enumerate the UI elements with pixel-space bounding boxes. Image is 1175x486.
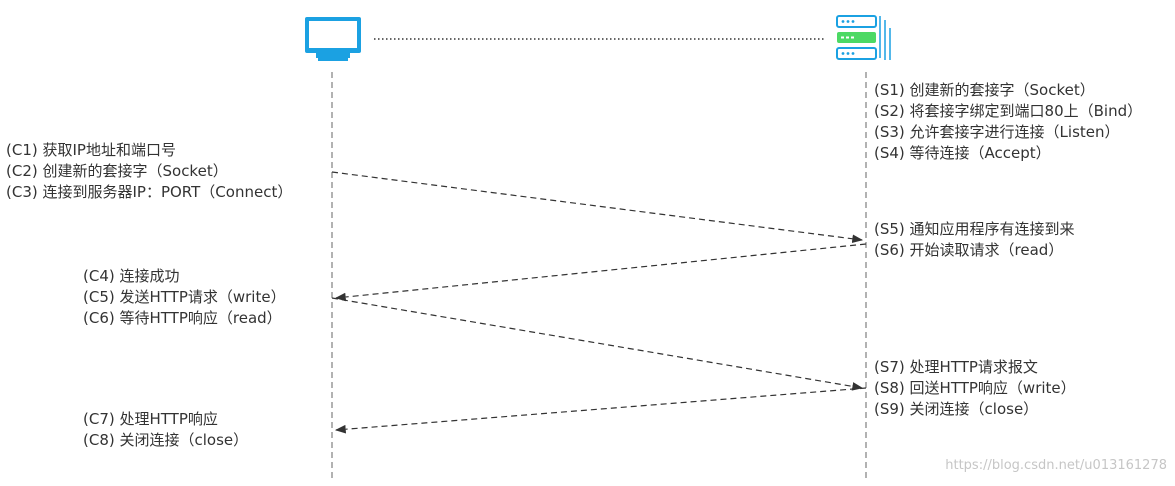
arrow-http-request (331, 297, 864, 391)
arrow-http-response (334, 387, 867, 434)
server-step: (S8) 回送HTTP响应（write） (874, 379, 1076, 397)
client-steps-group-2: (C4) 连接成功 (C5) 发送HTTP请求（write） (C6) 等待HT… (83, 266, 286, 329)
client-step: (C5) 发送HTTP请求（write） (83, 288, 286, 306)
server-icon (836, 15, 891, 60)
client-step: (C4) 连接成功 (83, 267, 180, 285)
server-step: (S3) 允许套接字进行连接（Listen） (874, 123, 1120, 141)
server-step: (S9) 关闭连接（close） (874, 400, 1039, 418)
client-steps-group-3: (C7) 处理HTTP响应 (C8) 关闭连接（close） (83, 409, 248, 451)
client-steps-group-1: (C1) 获取IP地址和端口号 (C2) 创建新的套接字（Socket） (C3… (6, 140, 292, 203)
server-steps-group-2: (S5) 通知应用程序有连接到来 (S6) 开始读取请求（read） (874, 219, 1075, 261)
server-step: (S1) 创建新的套接字（Socket） (874, 81, 1095, 99)
client-step: (C7) 处理HTTP响应 (83, 410, 218, 428)
server-step: (S7) 处理HTTP请求报文 (874, 358, 1038, 376)
server-steps-group-1: (S1) 创建新的套接字（Socket） (S2) 将套接字绑定到端口80上（B… (874, 80, 1142, 164)
client-step: (C8) 关闭连接（close） (83, 431, 249, 449)
arrow-connect (331, 171, 864, 244)
server-step: (S5) 通知应用程序有连接到来 (874, 220, 1075, 238)
client-step: (C1) 获取IP地址和端口号 (6, 141, 176, 159)
server-step: (S2) 将套接字绑定到端口80上（Bind） (874, 102, 1143, 120)
arrow-accept (334, 243, 867, 302)
client-step: (C3) 连接到服务器IP：PORT（Connect） (6, 183, 293, 201)
client-step: (C2) 创建新的套接字（Socket） (6, 162, 228, 180)
server-step: (S6) 开始读取请求（read） (874, 241, 1064, 259)
client-step: (C6) 等待HTTP响应（read） (83, 309, 282, 327)
monitor-icon (305, 17, 361, 61)
watermark: https://blog.csdn.net/u013161278 (945, 458, 1167, 473)
server-steps-group-3: (S7) 处理HTTP请求报文 (S8) 回送HTTP响应（write） (S9… (874, 357, 1076, 420)
server-step: (S4) 等待连接（Accept） (874, 144, 1051, 162)
